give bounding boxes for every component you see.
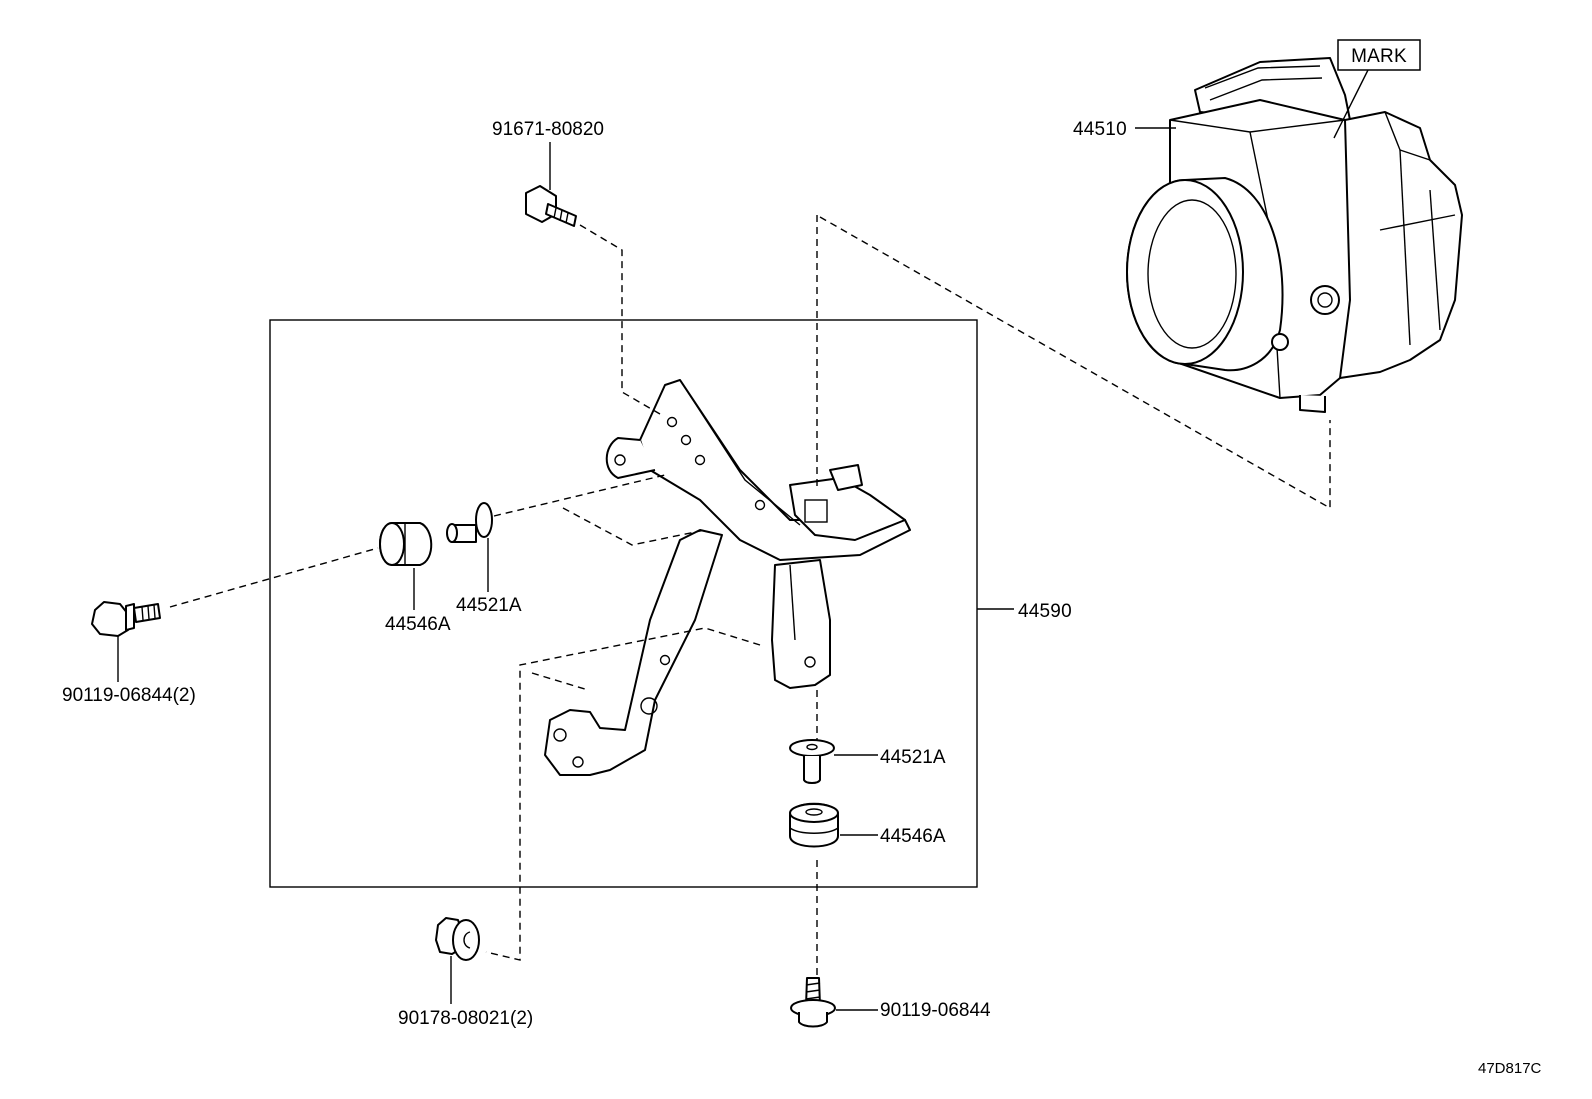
mark-label: MARK (1351, 46, 1407, 67)
dash-91671-80820 (579, 224, 661, 415)
label-91671-80820: 91671-80820 (492, 119, 604, 140)
bolt-90119-06844-left[interactable] (91, 601, 161, 637)
actuator-bracket[interactable] (544, 379, 911, 776)
actuator-mount-line (819, 216, 1331, 510)
collar-44521a-right[interactable] (789, 739, 835, 784)
label-90119-06844-left: 90119-06844(2) (62, 685, 196, 706)
label-44521a-right: 44521A (880, 747, 946, 768)
dash-nut-line (485, 627, 761, 961)
label-44590: 44590 (1018, 601, 1072, 622)
nut-90178-08021[interactable] (435, 917, 480, 961)
label-44510: 44510 (1073, 119, 1176, 140)
mark-callout: MARK (1333, 39, 1421, 139)
cushion-44546a-right[interactable] (789, 802, 839, 848)
cushion-44546a-left[interactable] (379, 522, 433, 566)
actuator-part-number: 44510 (1073, 119, 1127, 140)
label-90178-08021: 90178-08021(2) (398, 1008, 533, 1029)
label-90119-06844-bottom: 90119-06844 (880, 1000, 991, 1021)
label-44521a-left: 44521A (456, 595, 522, 616)
dash-44521a-left (493, 474, 666, 517)
bolt-91671-80820[interactable] (525, 185, 577, 227)
collar-44521a-left[interactable] (446, 502, 493, 543)
dash-bracket-lower (531, 672, 589, 691)
bracket-assembly-frame (269, 319, 978, 888)
dash-bolt-left (169, 547, 379, 608)
abs-actuator-44510[interactable] (1126, 57, 1463, 413)
illustration-reference: 47D817C (1478, 1060, 1542, 1077)
bolt-90119-06844-bottom[interactable] (790, 977, 836, 1028)
dash-bracket-left (562, 507, 706, 546)
label-44546a-left: 44546A (385, 614, 451, 635)
label-44546a-right: 44546A (880, 826, 946, 847)
